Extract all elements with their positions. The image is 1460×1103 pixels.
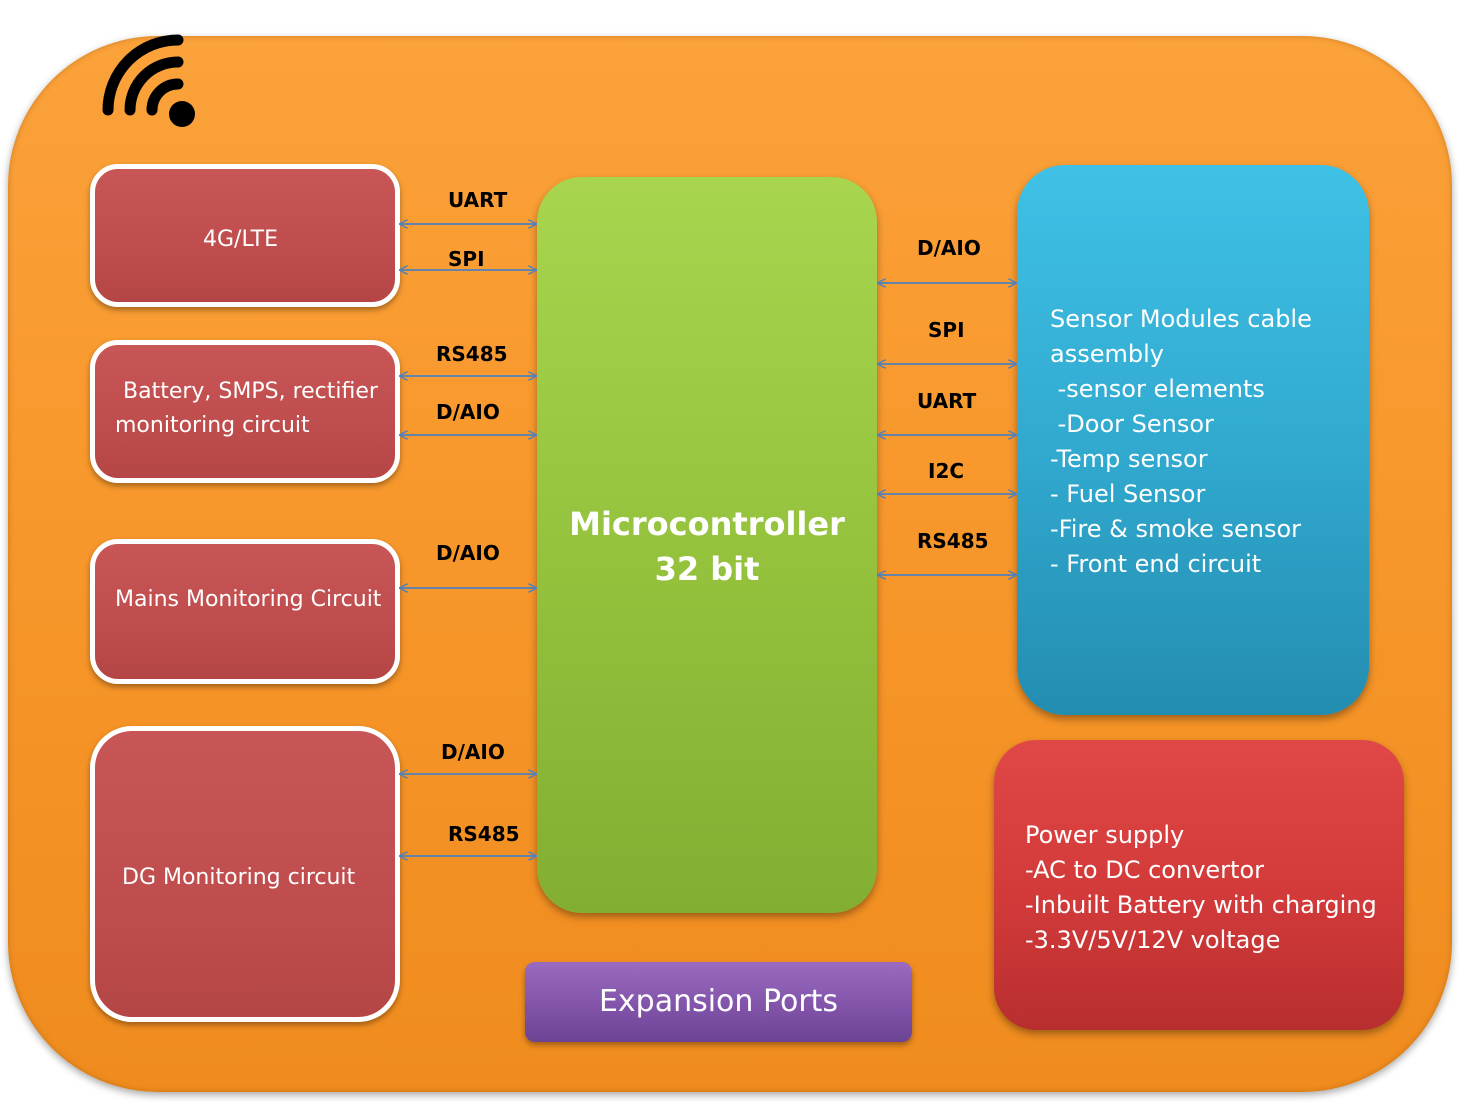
bus-label: SPI — [448, 247, 485, 271]
sensor-line: -sensor elements — [1050, 375, 1265, 403]
lte-module-label: 4G/LTE — [203, 227, 279, 252]
sensor-line: Sensor Modules cable — [1050, 305, 1312, 333]
bus-label: SPI — [928, 318, 965, 342]
bus-label: RS485 — [436, 342, 508, 366]
sensor-line: -Temp sensor — [1050, 445, 1208, 473]
battery-module-label-line1: Battery, SMPS, rectifier — [123, 379, 378, 404]
bus-label: RS485 — [917, 529, 989, 553]
bus-label: I2C — [928, 459, 965, 483]
dg-monitoring-module: DG Monitoring circuit — [90, 726, 400, 1022]
expansion-label: Expansion Ports — [598, 984, 839, 1019]
sensor-line: -Door Sensor — [1050, 410, 1214, 438]
wireless-signal-icon — [102, 34, 195, 127]
power-line: Power supply — [1025, 821, 1185, 849]
lte-module: 4G/LTE — [90, 164, 400, 307]
bus-label: UART — [917, 389, 977, 413]
mcu-title: Microcontroller — [569, 505, 845, 543]
battery-monitoring-module: Battery, SMPS, rectifier monitoring circ… — [90, 340, 400, 483]
mcu-subtitle: 32 bit — [654, 550, 760, 588]
mains-module-label: Mains Monitoring Circuit — [115, 587, 382, 612]
bus-label: D/AIO — [436, 400, 500, 424]
sensor-line: assembly — [1050, 340, 1164, 368]
bus-label: RS485 — [448, 822, 520, 846]
dg-module-label: DG Monitoring circuit — [122, 865, 356, 890]
power-line: -AC to DC convertor — [1025, 856, 1264, 884]
microcontroller-block: Microcontroller 32 bit — [537, 177, 877, 913]
expansion-ports-block: Expansion Ports — [525, 962, 912, 1042]
sensor-modules-block: Sensor Modules cable assembly -sensor el… — [1017, 165, 1369, 715]
power-line: -3.3V/5V/12V voltage — [1025, 926, 1281, 954]
bus-label: UART — [448, 188, 508, 212]
bus-label: D/AIO — [436, 541, 500, 565]
sensor-line: -Fire & smoke sensor — [1050, 515, 1302, 543]
sensor-line: - Front end circuit — [1050, 550, 1262, 578]
power-line: -Inbuilt Battery with charging — [1025, 891, 1377, 919]
bus-label: D/AIO — [917, 236, 981, 260]
mains-monitoring-module: Mains Monitoring Circuit — [90, 539, 400, 684]
power-supply-block: Power supply -AC to DC convertor -Inbuil… — [994, 740, 1404, 1030]
battery-module-label-line2: monitoring circuit — [115, 413, 310, 438]
sensor-line: - Fuel Sensor — [1050, 480, 1206, 508]
bus-label: D/AIO — [441, 740, 505, 764]
